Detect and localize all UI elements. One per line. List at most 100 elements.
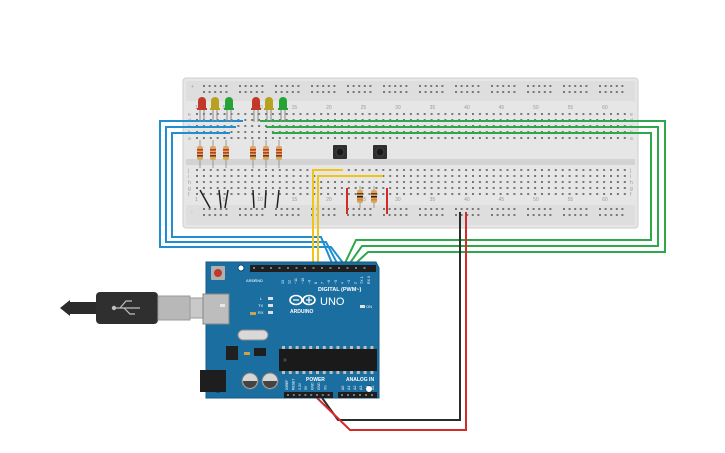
digital-pin-label: 12 xyxy=(288,280,292,284)
power-pin-label: RESET xyxy=(291,379,295,390)
column-number-top: 55 xyxy=(568,105,574,111)
capacitor-1 xyxy=(241,372,259,390)
row-letter: e xyxy=(630,112,633,118)
column-number-bottom: 25 xyxy=(361,197,367,203)
usb-cable[interactable] xyxy=(60,292,213,324)
power-jack xyxy=(200,370,226,392)
row-letter: i xyxy=(630,174,631,180)
row-letter: f xyxy=(188,192,190,198)
gnd-leg-5 xyxy=(264,189,267,209)
column-number-bottom: 20 xyxy=(326,197,332,203)
power-pin-label: 5V xyxy=(304,385,308,390)
digital-pin-label: RX 0 xyxy=(367,276,371,284)
led-green[interactable] xyxy=(224,97,234,122)
capacitor-2 xyxy=(261,372,279,390)
pulldown-resistor[interactable] xyxy=(371,186,377,208)
rail-plus-marker: + xyxy=(191,84,194,90)
row-letter: h xyxy=(188,180,191,186)
digital-pin-label: 7 xyxy=(321,282,325,284)
l-led-label: L xyxy=(260,296,263,301)
led-group xyxy=(197,97,288,122)
pulldown-resistor[interactable] xyxy=(357,186,363,208)
on-led-label: ON xyxy=(366,304,372,309)
power-pin-label: Vin xyxy=(323,385,327,390)
led-yellow[interactable] xyxy=(210,97,220,122)
digital-pin-label: ~10 xyxy=(301,278,305,284)
digital-pin-label: TX 1 xyxy=(360,276,364,284)
power-pin-label: 3.3V xyxy=(298,382,302,390)
row-letter: e xyxy=(188,112,191,118)
column-number-top: 35 xyxy=(430,105,436,111)
analog-pin-label: A0 xyxy=(341,386,345,390)
gnd-leg-2 xyxy=(218,189,222,209)
atmega-chip xyxy=(279,346,377,374)
row-letter: j xyxy=(187,168,189,174)
gnd-top-label: GND xyxy=(254,278,263,283)
usb-symbol-icon xyxy=(111,300,140,315)
resistor[interactable] xyxy=(276,140,282,168)
column-number-top: 45 xyxy=(499,105,505,111)
digital-pin-label: 13 xyxy=(281,280,285,284)
digital-pin-label: ~5 xyxy=(334,280,338,284)
column-number-bottom: 35 xyxy=(430,197,436,203)
analog-pin-label: A1 xyxy=(347,386,351,390)
pushbutton-2[interactable] xyxy=(373,145,387,159)
wires xyxy=(159,120,666,431)
green-wire-2 xyxy=(266,126,659,264)
led-green[interactable] xyxy=(278,97,288,122)
led-red[interactable] xyxy=(197,97,207,122)
gnd-leg-6 xyxy=(276,189,280,209)
power-label: POWER xyxy=(306,377,325,383)
bottom-pin-holes xyxy=(287,394,373,396)
row-letter: a xyxy=(630,136,633,142)
column-number-bottom: 40 xyxy=(464,197,470,203)
resistor[interactable] xyxy=(197,140,203,168)
column-number-top: 20 xyxy=(326,105,332,111)
row-letter: h xyxy=(630,180,633,186)
power-pin-label: GND xyxy=(317,382,321,390)
yellow-wire-1 xyxy=(312,169,343,268)
column-number-bottom: 10 xyxy=(257,197,263,203)
digital-pin-label: 8 xyxy=(314,282,318,284)
analog-in-label: ANALOG IN xyxy=(346,377,374,383)
row-letter: f xyxy=(630,192,632,198)
green-wire-3 xyxy=(272,132,652,264)
power-header xyxy=(284,392,333,398)
row-letter: a xyxy=(188,136,191,142)
digital-pin-label: ~11 xyxy=(294,278,298,284)
column-number-top: 50 xyxy=(533,105,539,111)
resistor[interactable] xyxy=(250,140,256,168)
analog-header xyxy=(338,392,377,398)
column-number-top: 60 xyxy=(602,105,608,111)
voltage-regulator xyxy=(226,346,238,360)
pushbutton-1[interactable] xyxy=(333,145,347,159)
analog-pin-label: A2 xyxy=(353,386,357,390)
resistor[interactable] xyxy=(210,140,216,168)
usb-port xyxy=(202,293,230,325)
analog-pin-label: A5 xyxy=(371,386,375,390)
digital-pin-label: ~3 xyxy=(347,280,351,284)
resistor[interactable] xyxy=(223,140,229,168)
digital-pin-label: 2 xyxy=(354,282,358,284)
column-number-bottom: 45 xyxy=(499,197,505,203)
digital-pin-holes xyxy=(253,267,366,269)
led-red[interactable] xyxy=(251,97,261,122)
led-yellow[interactable] xyxy=(264,97,274,122)
column-number-top: 25 xyxy=(361,105,367,111)
column-number-bottom: 60 xyxy=(602,197,608,203)
arduino-logo xyxy=(289,294,316,306)
icsp-header xyxy=(254,348,266,356)
gnd-leg-3 xyxy=(224,189,229,209)
column-number-bottom: 15 xyxy=(292,197,298,203)
reset-button[interactable] xyxy=(211,266,225,280)
red-wire-5v xyxy=(313,212,467,431)
digital-pin-label: 4 xyxy=(340,282,344,284)
resistor[interactable] xyxy=(263,140,269,168)
analog-pin-label: A4 xyxy=(365,386,369,390)
rail-minus-marker: - xyxy=(191,209,193,215)
column-number-top: 15 xyxy=(292,105,298,111)
column-number-bottom: 5 xyxy=(223,197,226,203)
